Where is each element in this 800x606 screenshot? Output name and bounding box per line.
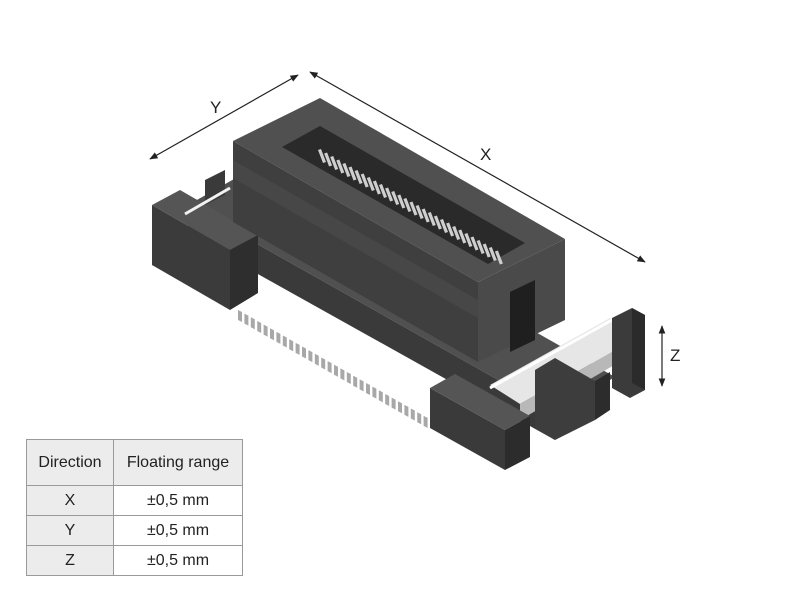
housing-slot-opening [282,126,525,264]
solder-pin [353,375,358,388]
contact-pin [348,166,357,181]
y-dimension-arrow [149,74,299,160]
contact-pin [409,201,418,216]
solder-pin [334,364,338,377]
direction-cell: X [26,485,114,516]
right-platform-top [490,318,640,404]
solder-pin [282,335,287,348]
right-end-block-front [430,388,505,470]
contact-pin [494,250,503,265]
solder-pin [302,346,306,359]
contact-pin [318,149,326,163]
contact-pin [470,236,479,251]
contact-pin [446,222,455,237]
direction-header: Direction [26,439,114,486]
right-end-block-side [505,416,530,470]
solder-pin [378,390,383,403]
floating-range-table: Direction Floating range X ±0,5 mm Y ±0,… [26,439,243,576]
solder-pin [417,412,422,425]
contact-pin [360,173,369,188]
contact-pin [366,177,375,191]
solder-pin [391,397,396,410]
center-tab-side [595,372,610,420]
contact-pin [440,219,448,233]
center-tab-front [535,358,595,440]
solder-pin [257,320,262,333]
inner-contact-row [318,149,503,265]
contact-pin [403,198,412,212]
z-axis-label: Z [670,346,681,365]
solder-pin [385,393,390,406]
contact-pin [397,194,406,209]
solder-pin [244,313,249,326]
right-shield-strip [489,318,613,390]
contact-pin [354,170,363,184]
table-row: Y ±0,5 mm [26,515,243,546]
right-rear-post-side [632,308,645,390]
solder-pin [340,368,345,381]
contact-pin [372,180,381,195]
contact-pin [421,208,430,223]
solder-pin [359,379,364,392]
solder-pin [372,386,377,399]
contact-pin [433,215,442,230]
solder-pin [404,404,409,417]
solder-pin [410,408,415,421]
contact-pin [476,240,485,254]
range-cell: ±0,5 mm [113,545,243,576]
range-cell: ±0,5 mm [113,515,243,546]
contact-pin [336,159,345,174]
left-end-block-top [152,190,258,250]
contact-pin [458,229,467,244]
x-axis-label: X [480,145,492,164]
y-axis-label: Y [210,98,222,117]
solder-pin [238,310,242,322]
contact-pin [415,205,424,219]
range-cell: ±0,5 mm [113,485,243,516]
solder-pin [270,328,274,341]
table-row: Z ±0,5 mm [26,545,243,576]
right-end-block-top [430,374,530,430]
contact-pin [391,191,400,205]
housing-front-ridge [233,160,478,318]
solder-pin [250,317,255,330]
solder-pin [263,324,268,337]
contact-pin [324,152,333,167]
left-rear-post [205,170,225,205]
contact-pin [330,156,339,170]
contact-pin [379,184,387,198]
contact-pin [488,247,497,261]
contact-pin [342,163,351,177]
contact-pin [482,243,491,258]
left-shield-strip [184,186,231,216]
solder-pin [276,331,281,344]
floating-range-header: Floating range [113,439,243,486]
contact-pin [464,233,473,247]
front-pin-row [238,310,428,428]
solder-pin [308,350,313,363]
table-row: X ±0,5 mm [26,485,243,516]
solder-pin [346,372,351,385]
solder-pin [321,357,326,370]
contact-pin [427,212,436,226]
x-dimension-arrow [309,71,646,263]
left-end-block-front [152,205,230,310]
solder-pin [423,415,428,428]
contact-pin [385,187,394,202]
table-header-row: Direction Floating range [26,439,243,486]
solder-pin [289,339,294,352]
direction-cell: Z [26,545,114,576]
solder-pin [398,401,402,414]
solder-pin [366,383,370,395]
solder-pin [314,353,319,366]
housing-end-window [510,280,535,352]
direction-cell: Y [26,515,114,546]
solder-pin [327,361,332,374]
solder-pin [295,342,300,355]
left-end-block-side [230,235,258,310]
contact-pin [452,226,461,240]
